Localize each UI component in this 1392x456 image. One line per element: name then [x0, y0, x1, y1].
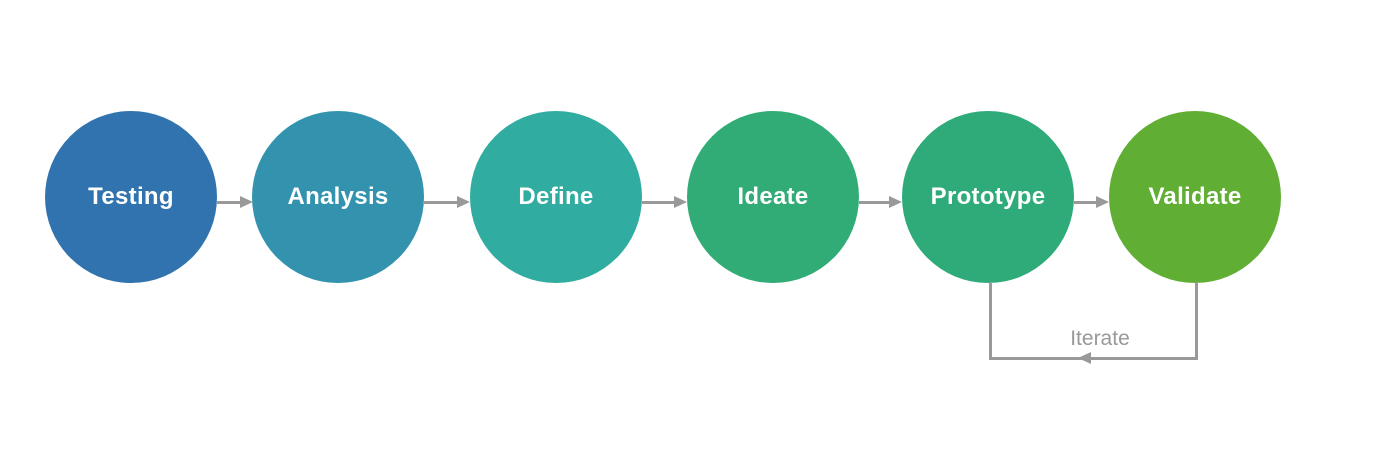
- step-circle-prototype: Prototype: [902, 111, 1074, 283]
- step-circle-define: Define: [470, 111, 642, 283]
- step-circle-validate: Validate: [1109, 111, 1281, 283]
- iterate-label: Iterate: [1070, 327, 1130, 350]
- step-circle-ideate: Ideate: [687, 111, 859, 283]
- loop-line-prototype-vertical: [989, 282, 992, 360]
- step-label-validate: Validate: [1148, 183, 1242, 210]
- left-arrowhead-icon: [1078, 352, 1091, 364]
- right-arrowhead-icon: [889, 196, 902, 208]
- arrow-shaft: [424, 201, 460, 204]
- arrow-testing-to-analysis: [217, 195, 253, 209]
- right-arrowhead-icon: [457, 196, 470, 208]
- loop-line-validate-vertical: [1195, 282, 1198, 360]
- arrow-ideate-to-prototype: [859, 195, 902, 209]
- right-arrowhead-icon: [1096, 196, 1109, 208]
- step-label-testing: Testing: [88, 183, 174, 210]
- arrow-analysis-to-define: [424, 195, 470, 209]
- arrow-prototype-to-validate: [1074, 195, 1109, 209]
- step-label-define: Define: [518, 183, 594, 210]
- right-arrowhead-icon: [240, 196, 253, 208]
- step-label-ideate: Ideate: [737, 183, 809, 210]
- arrow-shaft: [217, 201, 243, 204]
- step-circle-analysis: Analysis: [252, 111, 424, 283]
- arrow-shaft: [642, 201, 677, 204]
- step-label-analysis: Analysis: [287, 183, 389, 210]
- step-label-prototype: Prototype: [930, 183, 1046, 210]
- step-circle-testing: Testing: [45, 111, 217, 283]
- loop-line-horizontal: [989, 357, 1198, 360]
- right-arrowhead-icon: [674, 196, 687, 208]
- arrow-shaft: [1074, 201, 1099, 204]
- arrow-shaft: [859, 201, 892, 204]
- arrow-define-to-ideate: [642, 195, 687, 209]
